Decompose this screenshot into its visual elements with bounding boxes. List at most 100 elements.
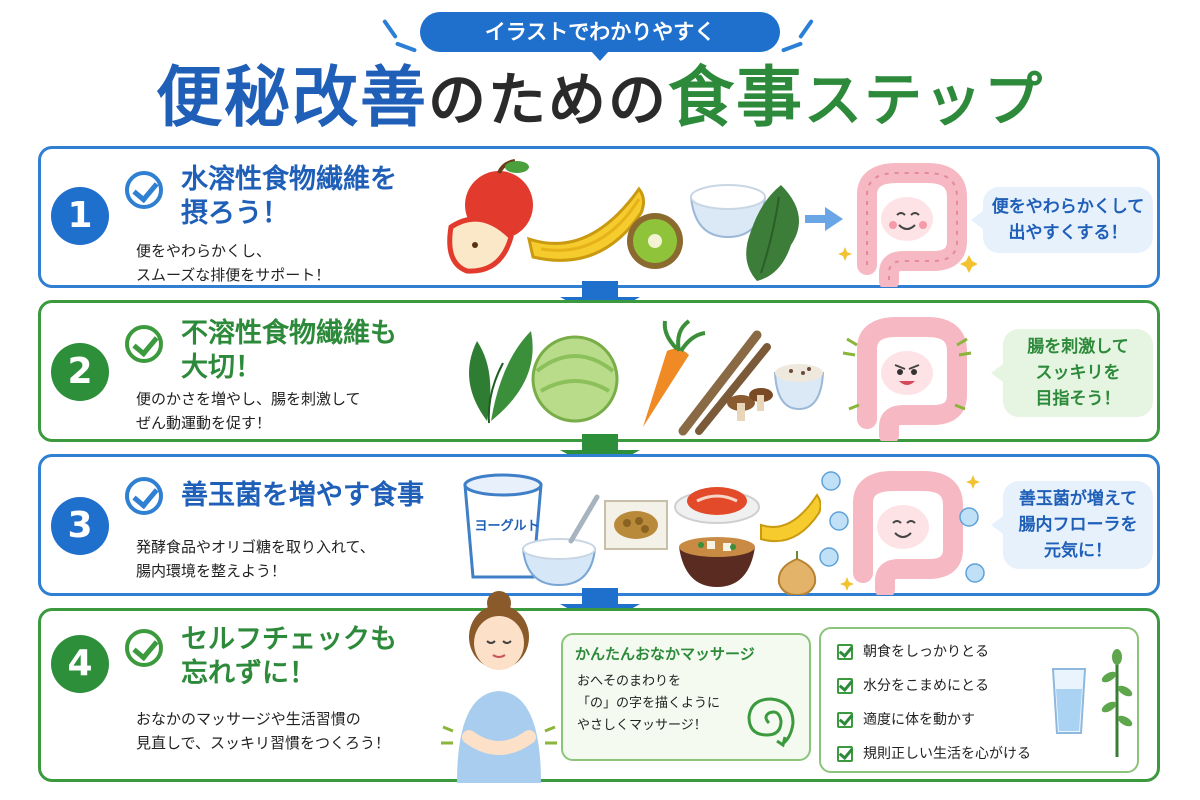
step-number: 2 — [51, 343, 109, 401]
step-heading: 善玉菌を増やす食事 — [181, 479, 424, 513]
apple-icon — [447, 159, 533, 274]
step-number: 1 — [51, 187, 109, 245]
checkbox-icon — [837, 678, 853, 694]
spiral-arrow-icon — [747, 697, 795, 748]
step-1-speech-bubble: 便をやわらかくして 出やすくする！ — [971, 187, 1153, 253]
yogurt-cup-icon — [463, 473, 543, 579]
banana-icon — [526, 186, 646, 262]
sparkle-decoration — [394, 41, 418, 53]
bubble-line: 目指そう！ — [1035, 389, 1121, 409]
page-title: 便秘改善のための食事ステップ — [0, 58, 1200, 140]
bubble-line: スッキリを — [1035, 363, 1121, 383]
mixed-grain-bowl-icon — [773, 364, 825, 411]
massage-description: おへそのまわりを 「の」の字を描くように やさしくマッサージ！ — [577, 671, 720, 737]
good-bacteria-intestine-illustration — [819, 471, 985, 595]
checkbox-icon — [837, 712, 853, 728]
habit-checklist-box: 朝食をしっかりとる 水分をこまめにとる 適度に体を動かす 規則正しい生活を心がけ… — [819, 627, 1139, 773]
step-description: おなかのマッサージや生活習慣の 見直しで、スッキリ習慣をつくろう！ — [136, 707, 390, 755]
natto-icon — [604, 500, 668, 550]
step-heading-line: 不溶性食物繊維も — [181, 318, 397, 349]
bubble-line: 出やすくする！ — [1008, 223, 1128, 243]
bacteria-icon — [819, 471, 985, 583]
step-heading-line: 忘れずに！ — [181, 658, 316, 689]
kiwi-icon — [627, 213, 683, 269]
habit-item: 規則正しい生活を心がける — [837, 741, 1031, 767]
woman-massage-illustration — [441, 591, 557, 783]
soluble-fiber-foods-illustration — [447, 159, 799, 281]
habit-item: 水分をこまめにとる — [837, 673, 989, 699]
mushroom-icon — [727, 388, 773, 421]
step-heading-line: 摂ろう！ — [181, 198, 289, 229]
step-3-speech-bubble: 善玉菌が増えて 腸内フローラを 元気に！ — [991, 481, 1153, 569]
check-circle-icon — [125, 325, 163, 363]
miso-soup-icon — [679, 537, 755, 587]
bubble-line: 腸を刺激して — [1027, 337, 1129, 357]
step-heading-line: 善玉菌を増やす食事 — [181, 480, 424, 511]
seaweed-icon — [746, 185, 799, 281]
banana-icon — [760, 493, 821, 543]
kimchi-icon — [674, 487, 760, 524]
checkbox-icon — [837, 644, 853, 660]
check-circle-icon — [125, 171, 163, 209]
bubble-line: 腸内フローラを — [1018, 515, 1138, 535]
yogurt-bowl-icon — [521, 494, 600, 587]
title-part-2: のための — [427, 66, 668, 134]
habit-text: 規則正しい生活を心がける — [863, 746, 1031, 762]
spinach-icon — [469, 331, 533, 424]
step-description: 便をやわらかくし、 スムーズな排便をサポート！ — [136, 239, 330, 287]
arrow-right-icon — [805, 207, 843, 231]
step-heading: 水溶性食物繊維を 摂ろう！ — [181, 163, 397, 231]
step-description-line: 腸内環境を整えよう！ — [136, 562, 287, 580]
bubble-line: 便をやわらかくして — [991, 197, 1145, 217]
step-description-line: 便のかさを増やし、腸を刺激して — [136, 390, 361, 408]
cabbage-icon — [531, 335, 619, 423]
step-1-card: 1 水溶性食物繊維を 摂ろう！ 便をやわらかくし、 スムーズな排便をサポート！ — [38, 146, 1160, 288]
habit-item: 適度に体を動かす — [837, 707, 975, 733]
water-glass-icon — [1051, 668, 1087, 734]
step-number: 4 — [51, 635, 109, 693]
check-circle-icon — [125, 477, 163, 515]
rice-bowl-icon — [689, 184, 767, 239]
bubble-line: 善玉菌が増えて — [1018, 489, 1138, 509]
sparkle-decoration — [780, 41, 804, 53]
fermented-foods-illustration — [463, 473, 821, 595]
step-2-speech-bubble: 腸を刺激して スッキリを 目指そう！ — [991, 329, 1153, 417]
title-part-1: 便秘改善 — [155, 59, 428, 136]
energetic-intestine-illustration — [842, 317, 972, 441]
title-part-3: 食事 — [668, 59, 804, 136]
checkbox-icon — [837, 746, 853, 762]
step-heading: 不溶性食物繊維も 大切！ — [181, 317, 397, 385]
check-circle-icon — [125, 629, 163, 667]
massage-line: 「の」の字を描くように — [577, 696, 721, 711]
massage-title: かんたんおなかマッサージ — [575, 645, 755, 663]
step-description: 発酵食品やオリゴ糖を取り入れて、 腸内環境を整えよう！ — [136, 535, 375, 583]
step-2-card: 2 不溶性食物繊維も 大切！ 便のかさを増やし、腸を刺激して ぜん動運動を促す！ — [38, 300, 1160, 442]
step-description-line: ぜん動運動を促す！ — [136, 414, 272, 432]
step-4-card: 4 セルフチェックも 忘れずに！ おなかのマッサージや生活習慣の 見直しで、スッ… — [38, 591, 1160, 783]
carrot-icon — [643, 319, 706, 427]
onion-icon — [777, 551, 817, 595]
title-part-4: ステップ — [804, 66, 1045, 134]
massage-line: やさしくマッサージ！ — [577, 718, 707, 733]
sparkle-decoration — [382, 18, 398, 40]
insoluble-fiber-foods-illustration — [469, 319, 825, 436]
habit-text: 水分をこまめにとる — [863, 678, 989, 694]
step-description-line: スムーズな排便をサポート！ — [136, 266, 331, 284]
sparkle-decoration — [798, 18, 814, 40]
header-badge: イラストでわかりやすく — [420, 12, 780, 61]
massage-tip-box: かんたんおなかマッサージ おへそのまわりを 「の」の字を描くように やさしくマッ… — [561, 633, 811, 761]
habit-item: 朝食をしっかりとる — [837, 639, 989, 665]
step-3-card: 3 善玉菌を増やす食事 発酵食品やオリゴ糖を取り入れて、 腸内環境を整えよう！ — [38, 454, 1160, 596]
step-description-line: おなかのマッサージや生活習慣の — [136, 710, 361, 728]
massage-line: おへそのまわりを — [577, 674, 682, 689]
step-heading-line: 水溶性食物繊維を — [181, 164, 397, 195]
plant-icon — [1101, 649, 1133, 757]
habit-text: 適度に体を動かす — [863, 712, 975, 728]
step-description: 便のかさを増やし、腸を刺激して ぜん動運動を促す！ — [136, 387, 361, 435]
step-description-line: 発酵食品やオリゴ糖を取り入れて、 — [136, 538, 375, 556]
step-heading: セルフチェックも 忘れずに！ — [181, 623, 397, 691]
burdock-root-icon — [678, 330, 771, 436]
step-description-line: 見直しで、スッキリ習慣をつくろう！ — [136, 734, 390, 752]
bubble-line: 元気に！ — [1044, 541, 1112, 561]
step-description-line: 便をやわらかくし、 — [136, 242, 272, 260]
